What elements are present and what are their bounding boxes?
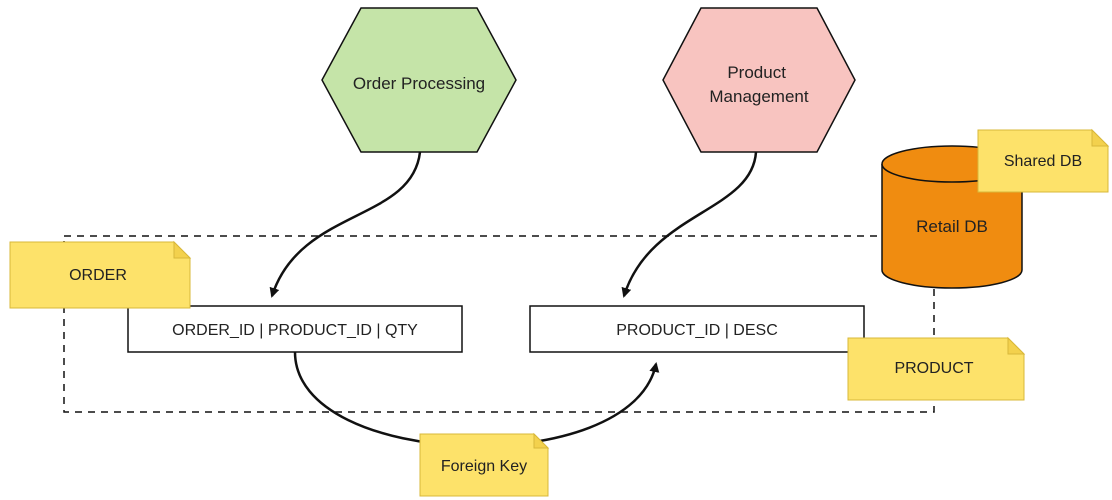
order-processing-to-order-arrow	[269, 151, 422, 298]
product-table-row[interactable]	[529, 305, 865, 353]
shared-db-note	[977, 128, 1110, 193]
foreign-key-note	[419, 432, 550, 497]
order-table-row[interactable]	[127, 305, 463, 353]
product-management-to-product-arrow	[621, 151, 758, 298]
product-management-service-hexagon[interactable]	[662, 7, 856, 153]
order-table-note	[9, 240, 192, 309]
product-table-note-label: PRODUCT	[894, 360, 973, 377]
order-table-note-label: ORDER	[69, 267, 127, 284]
foreign-key-arrow	[293, 351, 660, 448]
product-table-columns: PRODUCT_ID | DESC	[616, 322, 778, 339]
foreign-key-note-label: Foreign Key	[441, 458, 527, 475]
shared-database-boundary	[63, 235, 935, 413]
order-processing-service-label: Order Processing	[353, 74, 485, 93]
order-table-columns: ORDER_ID | PRODUCT_ID | QTY	[172, 322, 418, 339]
order-processing-service-hexagon[interactable]	[321, 7, 517, 153]
product-management-service-label: Product Management	[709, 63, 809, 106]
product-table-note	[847, 336, 1026, 401]
shared-db-note-label: Shared DB	[1004, 153, 1082, 170]
retail-db-label: Retail DB	[916, 217, 988, 236]
